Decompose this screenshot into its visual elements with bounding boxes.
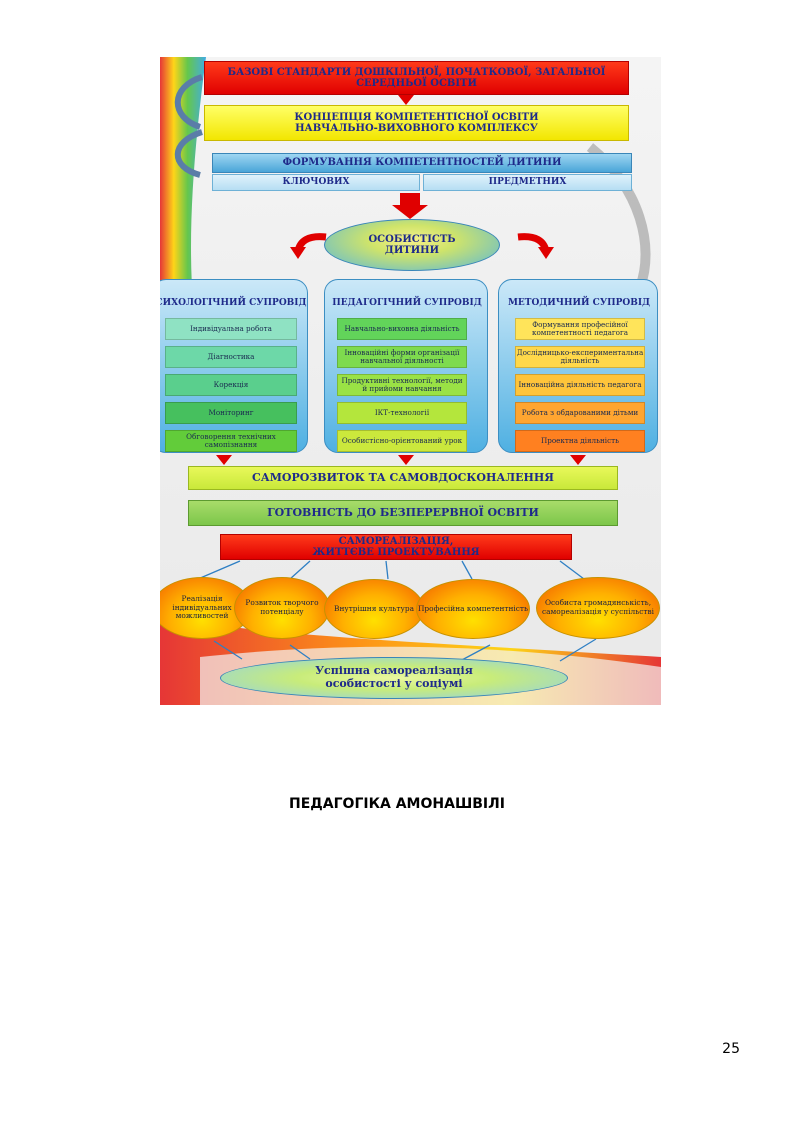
diagram: БАЗОВІ СТАНДАРТИ ДОШКІЛЬНОЇ, ПОЧАТКОВОЇ,… [160, 57, 661, 705]
arrow-down-icon [398, 95, 414, 105]
column-item: Обговорення технічних самопізнання [165, 430, 297, 452]
column-methodical: МЕТОДИЧНИЙ СУПРОВІД Формування професійн… [498, 279, 658, 453]
column-pedagogical: ПЕДАГОГІЧНИЙ СУПРОВІД Навчально-виховна … [324, 279, 488, 453]
column-item: Дослідницько-експериментальна діяльність [515, 346, 645, 368]
column-item: Проектна діяльність [515, 430, 645, 452]
page-caption: ПЕДАГОГІКА АМОНАШВІЛІ [289, 796, 505, 812]
column-item: Інноваційні форми організації навчальної… [337, 346, 467, 368]
column-psychological: СИХОЛОГІЧНИЙ СУПРОВІД Індивідуальна робо… [160, 279, 308, 453]
column-title: ПЕДАГОГІЧНИЙ СУПРОВІД [332, 298, 482, 308]
page-number: 25 [722, 1041, 740, 1057]
arrow-down-icon [216, 455, 232, 465]
column-item: Робота з обдарованими дітьми [515, 402, 645, 424]
column-item: Корекція [165, 374, 297, 396]
column-title: МЕТОДИЧНИЙ СУПРОВІД [507, 298, 651, 308]
self-realization-line2: ЖИТТЄВЕ ПРОЕКТУВАННЯ [312, 547, 480, 558]
arrow-down-icon [570, 455, 586, 465]
standards-box: БАЗОВІ СТАНДАРТИ ДОШКІЛЬНОЇ, ПОЧАТКОВОЇ,… [204, 61, 629, 95]
personality-line1: ОСОБИСТІСТЬ [368, 233, 456, 245]
outcome-ellipse: Особиста громадянськість, самореалізація… [536, 577, 660, 639]
arrow-down-icon [392, 205, 428, 219]
column-item: Діагностика [165, 346, 297, 368]
subject-competences: ПРЕДМЕТНИХ [423, 174, 632, 191]
arrow-shaft [400, 193, 420, 207]
key-competences: КЛЮЧОВИХ [212, 174, 420, 191]
column-item: Інноваційна діяльність педагога [515, 374, 645, 396]
column-item: Моніторинг [165, 402, 297, 424]
self-realization-box: САМОРЕАЛІЗАЦІЯ, ЖИТТЄВЕ ПРОЕКТУВАННЯ [220, 534, 572, 560]
column-title: СИХОЛОГІЧНИЙ СУПРОВІД [160, 298, 307, 308]
success-ellipse: Успішна самореалізація особистості у соц… [220, 657, 568, 699]
column-item: Індивідуальна робота [165, 318, 297, 340]
outcome-ellipse: Професійна компетентність [416, 579, 530, 639]
success-line2: особистості у соціумі [325, 677, 463, 690]
column-item: Особистісно-орієнтований урок [337, 430, 467, 452]
outcome-ellipse: Розвиток творчого потенціалу [234, 577, 330, 639]
column-item: ІКТ-технології [337, 402, 467, 424]
outcome-ellipse: Внутрішня культура [324, 579, 424, 639]
personality-line2: ДИТИНИ [384, 245, 440, 256]
readiness-box: ГОТОВНІСТЬ ДО БЕЗПЕРЕРВНОЇ ОСВІТИ [188, 500, 618, 526]
arrow-down-icon [398, 455, 414, 465]
self-development-box: САМОРОЗВИТОК ТА САМОВДОСКОНАЛЕННЯ [188, 466, 618, 490]
connector-arrows [197, 560, 597, 662]
concept-box: КОНЦЕПЦІЯ КОМПЕТЕНТІСНОЇ ОСВІТИ НАВЧАЛЬН… [204, 105, 629, 141]
self-realization-line1: САМОРЕАЛІЗАЦІЯ, [338, 535, 454, 547]
curved-arrow-left-icon [290, 233, 327, 259]
personality-ellipse: ОСОБИСТІСТЬ ДИТИНИ [324, 219, 500, 271]
column-item: Продуктивні технології, методи й прийоми… [337, 374, 467, 396]
success-line1: Успішна самореалізація [315, 664, 473, 678]
column-item: Навчально-виховна діяльність [337, 318, 467, 340]
curved-arrow-right-icon [517, 233, 554, 259]
concept-line2: НАВЧАЛЬНО-ВИХОВНОГО КОМПЛЕКСУ [295, 123, 538, 134]
forming-box: ФОРМУВАННЯ КОМПЕТЕНТНОСТЕЙ ДИТИНИ [212, 153, 632, 173]
column-item: Формування професійної компетентності пе… [515, 318, 645, 340]
concept-line1: КОНЦЕПЦІЯ КОМПЕТЕНТІСНОЇ ОСВІТИ [294, 111, 539, 123]
